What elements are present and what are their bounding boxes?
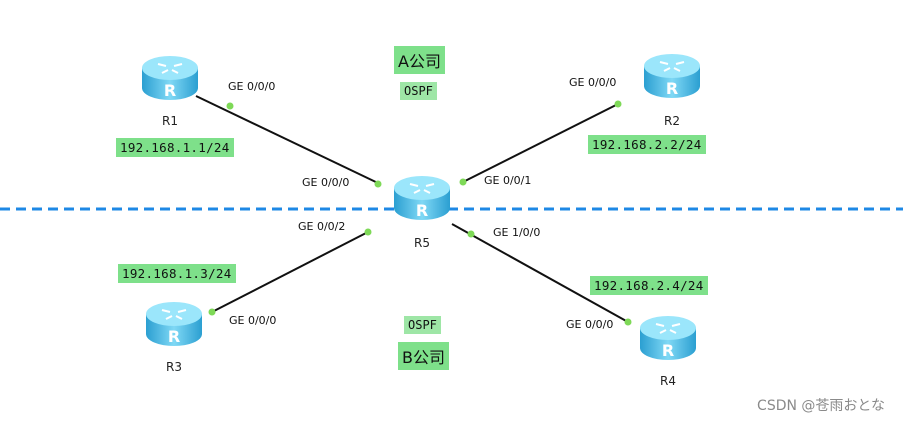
port-label-r1-ge000: GE 0/0/0	[228, 80, 276, 93]
port-label-r5-ge100: GE 1/0/0	[493, 226, 541, 239]
router-r5[interactable]: R	[386, 170, 458, 226]
router-r5-label: R5	[414, 236, 430, 250]
router-icon: R	[640, 316, 696, 360]
svg-text:R: R	[416, 201, 428, 220]
router-r3[interactable]: R	[138, 296, 210, 352]
port-dot-r4	[624, 318, 632, 326]
ip-label-r3: 192.168.1.3/24	[118, 264, 236, 283]
router-r3-label: R3	[166, 360, 182, 374]
router-r2-label: R2	[664, 114, 680, 128]
router-icon: R	[394, 176, 450, 220]
router-icon: R	[644, 54, 700, 98]
port-label-r5-ge002: GE 0/0/2	[298, 220, 346, 233]
svg-text:R: R	[164, 81, 176, 100]
company-a-protocol: OSPF	[400, 82, 437, 100]
watermark: CSDN @苍雨おとな	[757, 398, 885, 414]
company-b-protocol: OSPF	[404, 316, 441, 334]
port-label-r2-ge000: GE 0/0/0	[569, 76, 617, 89]
port-dot-r5-ge000	[374, 180, 382, 188]
ip-label-r1: 192.168.1.1/24	[116, 138, 234, 157]
svg-text:R: R	[168, 327, 180, 346]
router-icon: R	[142, 56, 198, 100]
port-dot-r5-ge100	[467, 230, 475, 238]
svg-text:R: R	[662, 341, 674, 360]
port-label-r5-ge000: GE 0/0/0	[302, 176, 350, 189]
router-r1[interactable]: R	[134, 50, 206, 106]
ip-label-r4: 192.168.2.4/24	[590, 276, 708, 295]
port-dot-r5-ge001	[459, 178, 467, 186]
ip-label-r2: 192.168.2.2/24	[588, 135, 706, 154]
link-r4-r5	[451, 223, 629, 323]
company-a-label: A公司	[394, 46, 445, 74]
port-dot-r5-ge002	[364, 228, 372, 236]
port-dot-r1	[226, 102, 234, 110]
router-icon: R	[146, 302, 202, 346]
port-label-r5-ge001: GE 0/0/1	[484, 174, 532, 187]
port-dot-r2	[614, 100, 622, 108]
svg-text:R: R	[666, 79, 678, 98]
link-r3-r5	[211, 231, 369, 313]
port-dot-r3	[208, 308, 216, 316]
port-label-r4-ge000: GE 0/0/0	[566, 318, 614, 331]
link-r1-r5	[195, 95, 381, 185]
router-r4-label: R4	[660, 374, 676, 388]
router-r4[interactable]: R	[632, 310, 704, 366]
router-r1-label: R1	[162, 114, 178, 128]
port-label-r3-ge000: GE 0/0/0	[229, 314, 277, 327]
company-b-label: B公司	[398, 342, 449, 370]
router-r2[interactable]: R	[636, 48, 708, 104]
link-r2-r5	[462, 103, 619, 183]
